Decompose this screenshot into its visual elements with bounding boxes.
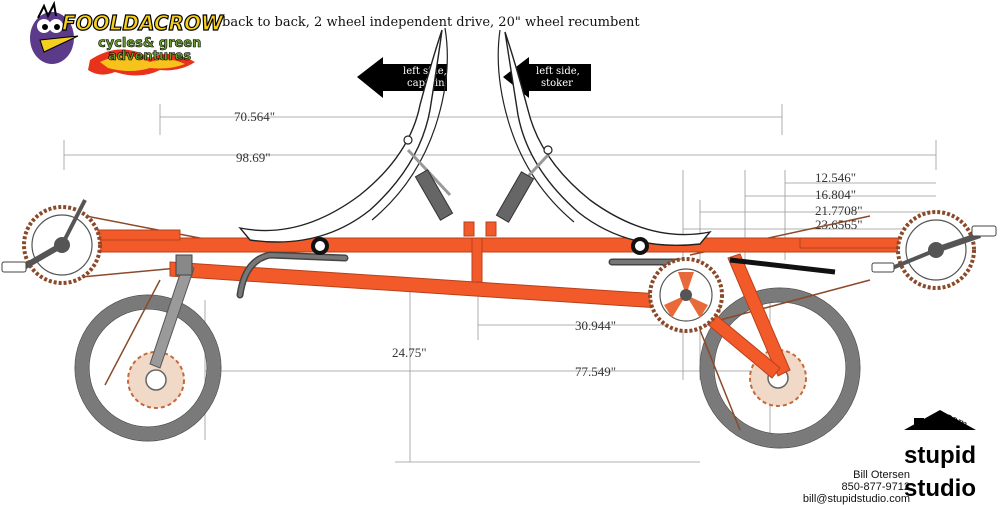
- arrow-stoker-line1: left side,: [536, 66, 580, 77]
- fooldacrow-logo: FOOLDACROW cycles& green adventures: [30, 0, 225, 76]
- dim-30-944: 30.944": [575, 318, 616, 333]
- studio-line1-a: stu: [904, 442, 940, 469]
- stupid-studio-logo: .com stupid studio: [904, 408, 976, 502]
- credits-email[interactable]: bill@stupidstudio.com: [802, 493, 910, 505]
- logo-name: FOOLDACROW: [62, 11, 224, 35]
- dim-70-564: 70.564": [234, 109, 275, 124]
- rear-shock: [729, 257, 836, 275]
- studio-line2-b: dio: [940, 475, 976, 502]
- arrow-captain-line1: left side,: [403, 66, 447, 77]
- studio-line2: studio: [904, 475, 976, 502]
- front-wheel: [74, 294, 222, 442]
- credits-name: Bill Otersen: [853, 469, 910, 481]
- dim-16-804: 16.804": [815, 187, 856, 202]
- credits-phone: 850-877-9712: [841, 481, 910, 493]
- rear-wheel: [699, 287, 861, 449]
- logo-tagline-2: adventures: [108, 49, 191, 64]
- studio-line2-a: stu: [904, 475, 940, 502]
- diagram-title: back to back, 2 wheel independent drive,…: [222, 15, 640, 30]
- logo-tagline-1: cycles& green: [98, 36, 201, 51]
- dim-77-549: 77.549": [575, 364, 616, 379]
- credits-block: Bill Otersen 850-877-9712 bill@stupidstu…: [803, 469, 910, 505]
- front-chainring: [1, 199, 102, 285]
- dim-12-546: 12.546": [815, 170, 856, 185]
- middle-sprocket: [648, 257, 724, 333]
- dim-21-7708: 21.7708": [815, 203, 863, 218]
- arrow-stoker-line2: stoker: [541, 78, 573, 89]
- dim-98-69: 98.69": [236, 150, 271, 165]
- rear-chainring: [871, 210, 997, 290]
- arrow-stoker: left side, stoker: [503, 57, 591, 98]
- studio-line1: stupid: [904, 442, 976, 469]
- dim-24-75: 24.75": [392, 345, 427, 360]
- captain-seat: [238, 27, 475, 255]
- stoker-seat: [485, 29, 712, 255]
- studio-line1-b: pid: [940, 442, 976, 469]
